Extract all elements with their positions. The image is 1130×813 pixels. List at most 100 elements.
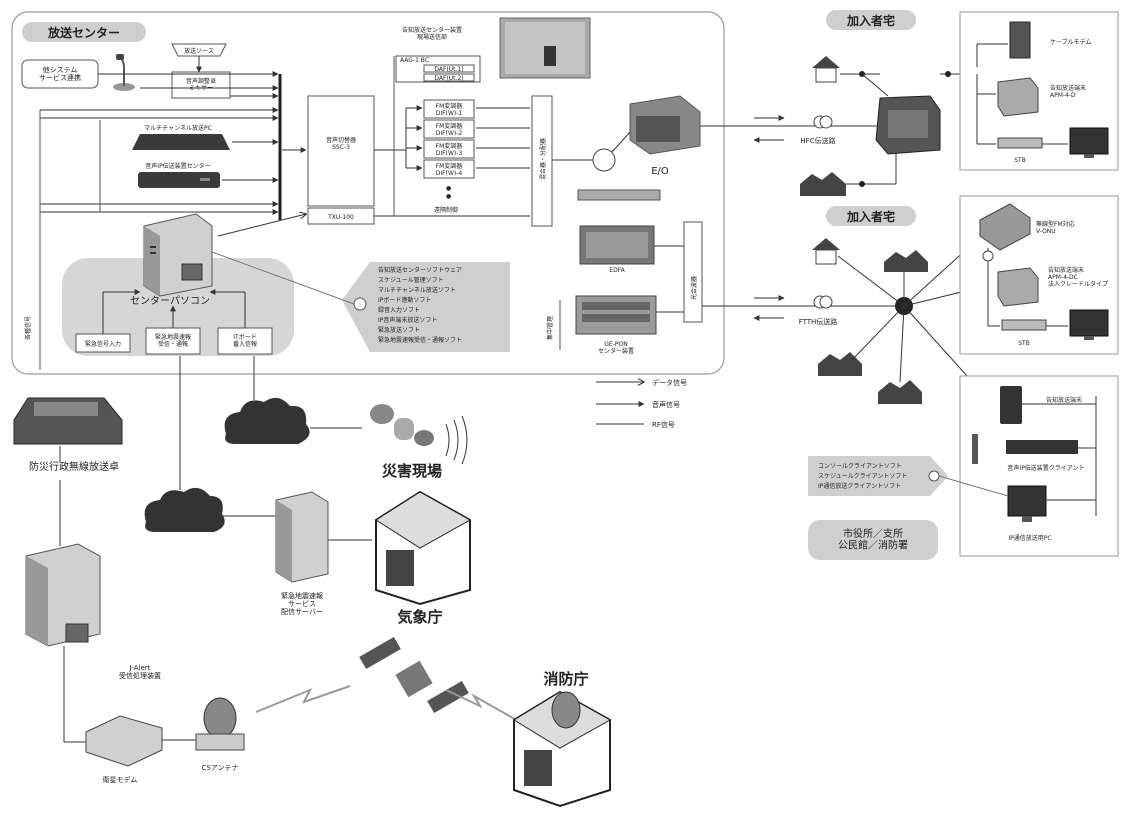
hfc-title: 加入者宅 bbox=[846, 13, 895, 28]
legend-rf-signal: RF信号 bbox=[652, 420, 675, 429]
center-title-badge bbox=[22, 22, 146, 42]
rack-unit-device bbox=[577, 189, 661, 201]
software-item-2: マルチチャンネル放送ソフト bbox=[378, 286, 456, 294]
cloud-icon-1 bbox=[224, 397, 310, 444]
host-system-label: 他システムサービス連携 bbox=[39, 65, 81, 82]
center-left-vertical-label: 各種信号 bbox=[24, 316, 32, 340]
lightning-link-right bbox=[445, 689, 521, 723]
optical-combiner: 光合波器 bbox=[683, 221, 703, 323]
sat-modem-label: 衛星モデム bbox=[103, 775, 138, 784]
audio-mixer-box: 音声調整卓ミキサー bbox=[171, 71, 231, 99]
cs-antenna-label: CSアンテナ bbox=[201, 764, 238, 772]
eo-device bbox=[629, 95, 701, 155]
jma-building-icon bbox=[375, 490, 472, 606]
municipal-terminal-icon bbox=[1000, 386, 1022, 424]
tap-device-hfc bbox=[875, 95, 941, 155]
town-icon-ftth-2 bbox=[818, 352, 862, 376]
hfc-receiver-icon bbox=[997, 77, 1039, 117]
fm-box-header: AAG-1 BC bbox=[400, 57, 429, 64]
disaster-site-label: 災害現場 bbox=[382, 462, 442, 480]
municipal-software-2: IP通信放送クライアントソフト bbox=[818, 482, 901, 490]
software-item-4: 録音入力ソフト bbox=[378, 306, 420, 314]
rack-title: 告知放送センター装置現場送信部 bbox=[402, 26, 462, 41]
jma-label: 気象庁 bbox=[397, 608, 442, 626]
hfc-title-badge bbox=[826, 10, 916, 30]
municipal-pc-icon bbox=[1007, 485, 1047, 522]
ftth-link-label: FTTH伝送路 bbox=[799, 317, 838, 326]
audio-mixer-label: 音声調整卓ミキサー bbox=[186, 77, 216, 92]
hfc-link-label: HFC伝送路 bbox=[800, 136, 835, 145]
console-label: 防災行政無線放送卓 bbox=[29, 460, 119, 473]
ftth-title-badge bbox=[826, 206, 916, 226]
legend: データ信号 音声信号 RF信号 bbox=[596, 378, 687, 429]
hfc-stb-icon bbox=[997, 137, 1043, 149]
optical-combiner-label: 光合波器 bbox=[690, 276, 698, 300]
software-item-6: 緊急放送ソフト bbox=[378, 326, 420, 334]
server-icon bbox=[143, 213, 213, 297]
edfa-device: EDFA bbox=[579, 225, 655, 274]
vertical-label-0: 集中管理 bbox=[546, 316, 554, 340]
ftth-stb-label: STB bbox=[1018, 340, 1030, 347]
input-label-0: 緊急信号入力 bbox=[85, 340, 121, 348]
multichannel-pc-label: マルチチャンネル放送PC bbox=[144, 124, 212, 132]
software-item-3: IPボード連動ソフト bbox=[378, 296, 431, 304]
municipal-title: 市役所／支所公民館／消防署 bbox=[838, 527, 908, 552]
cable-modem-icon bbox=[1009, 21, 1031, 59]
tx-module-label: TXU-100 bbox=[327, 214, 354, 221]
ftth-title: 加入者宅 bbox=[846, 209, 895, 224]
wireless-device-icon bbox=[370, 404, 468, 465]
software-tag bbox=[342, 262, 510, 352]
onu-icon bbox=[979, 203, 1031, 251]
fm-unit-1: DAF(Ut.2) bbox=[434, 75, 463, 82]
edfa-label: EDFA bbox=[609, 267, 625, 274]
cloud-icon-2 bbox=[144, 487, 225, 532]
input-box-1 bbox=[145, 327, 201, 355]
hfc-tv-icon bbox=[1069, 127, 1109, 158]
cable-modem-label: ケーブルモデム bbox=[1050, 38, 1092, 46]
eew-server-label: 緊急地震速報サービス配信サーバー bbox=[281, 591, 323, 616]
software-item-1: スケジュール管理ソフト bbox=[378, 276, 444, 284]
hfc-stb-label: STB bbox=[1014, 157, 1026, 164]
broadcast-rack: 告知放送センター装置現場送信部 bbox=[402, 17, 591, 79]
municipal-ip-client-icon bbox=[972, 434, 1078, 464]
center-pc-label: センターパソコン bbox=[130, 295, 210, 307]
fdma-label: 消防庁 bbox=[543, 670, 588, 688]
legend-data-signal: データ信号 bbox=[652, 378, 687, 387]
municipal-item-0: 告知放送端末 bbox=[1046, 396, 1082, 404]
ip-audio-center-label: 音声IP伝送装置センター bbox=[145, 162, 210, 170]
mixer-distributor-label: 混合器・分配器 bbox=[539, 138, 547, 180]
ip-audio-center-device: 音声IP伝送装置センター bbox=[138, 162, 220, 188]
rf-junction bbox=[592, 148, 616, 172]
software-item-0: 告知放送センターソフトウェア bbox=[378, 266, 462, 274]
fm-unit-0: DAF(Ut.1) bbox=[434, 66, 463, 73]
municipal-title-badge bbox=[808, 520, 938, 560]
host-system-box: 他システムサービス連携 bbox=[21, 59, 99, 89]
ellipsis-dots: ● bbox=[446, 185, 451, 192]
cs-antenna-icon bbox=[195, 697, 245, 751]
software-item-5: IP音声端末放送ソフト bbox=[378, 316, 437, 324]
software-item-7: 緊急地震速報受信・通報ソフト bbox=[378, 336, 462, 344]
ftth-stb-icon bbox=[1001, 319, 1047, 331]
municipal-software-0: コンソールクライアントソフト bbox=[818, 463, 902, 470]
disaster-console-icon bbox=[13, 397, 123, 445]
legend-audio-signal: 音声信号 bbox=[652, 400, 680, 409]
ellipsis-dots-2: ● bbox=[446, 193, 451, 200]
municipal-software-1: スケジュールクライアントソフト bbox=[818, 473, 907, 480]
municipal-item-2: IP通信放送用PC bbox=[1008, 534, 1051, 542]
municipal-item-1: 音声IP伝送装置クライアント bbox=[1007, 464, 1084, 472]
satellite-icon bbox=[359, 636, 469, 714]
